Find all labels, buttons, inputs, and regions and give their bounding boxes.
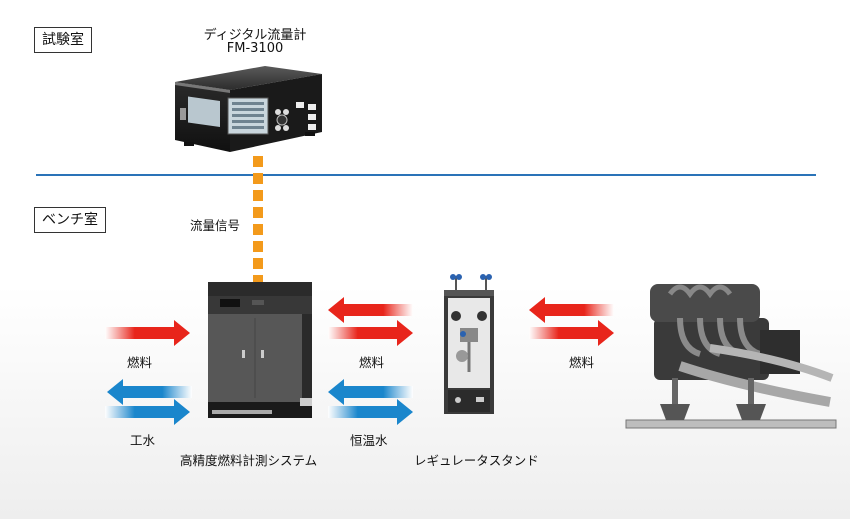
room-divider [36, 174, 816, 176]
fuel-arrow-right-return [529, 297, 614, 323]
fuel-label-middle: 燃料 [359, 355, 385, 370]
fuel-arrow-middle-return [328, 297, 413, 323]
digital-flowmeter-device [175, 66, 322, 152]
water-arrow-left-in [105, 399, 190, 425]
fuel-label-left: 燃料 [127, 355, 153, 370]
industrial-water-label: 工水 [130, 433, 156, 448]
water-arrow-middle-return [328, 379, 413, 405]
fuel-label-right: 燃料 [569, 355, 595, 370]
fuel-arrow-right-supply [529, 320, 614, 346]
fuel-arrow-left-in [105, 320, 190, 346]
bench-room-label: ベンチ室 [34, 207, 106, 233]
flowmeter-title: ディジタル流量計 [203, 28, 307, 43]
engine-on-test-bed [625, 284, 837, 429]
regulator-stand-label: レギュレータスタンド [414, 453, 539, 468]
constant-temp-water-label: 恒温水 [350, 433, 388, 448]
measurement-system-label: 高精度燃料計測システム [180, 453, 318, 468]
fuel-arrow-middle-supply [328, 320, 413, 346]
test-room-label: 試験室 [34, 27, 92, 53]
regulator-stand-unit [444, 274, 494, 414]
water-arrow-middle-supply [328, 399, 413, 425]
fuel-measurement-system-cabinet [208, 282, 312, 418]
water-arrow-left-out [107, 379, 192, 405]
flow-signal-label: 流量信号 [190, 218, 241, 233]
flowmeter-model: FM-3100 [226, 41, 284, 56]
flow-signal-line [253, 156, 263, 284]
